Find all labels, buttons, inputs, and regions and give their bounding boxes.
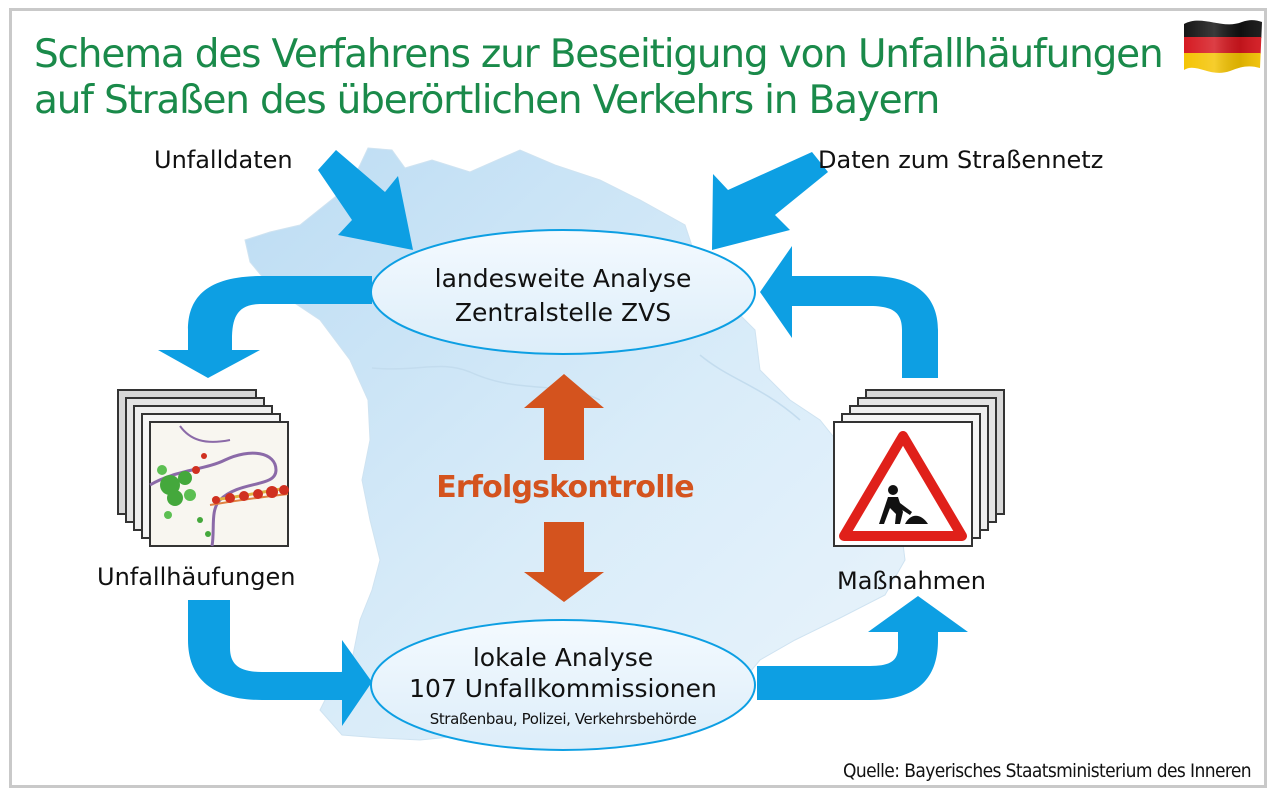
node-local-analysis-line-1: lokale Analyse	[472, 643, 654, 672]
node-label-measures: Maßnahmen	[837, 567, 987, 595]
roadworks-sign-icon	[833, 389, 1005, 547]
node-local-analysis: lokale Analyse 107 Unfallkommissionen St…	[373, 642, 753, 734]
node-local-analysis-line-2: 107 Unfallkommissionen	[409, 674, 717, 703]
node-national-analysis-line-2: Zentralstelle ZVS	[454, 298, 672, 327]
arrow-right-to-top	[760, 246, 938, 378]
input-arrow-left	[318, 150, 413, 250]
title-line-2: auf Straßen des überörtlichen Verkehrs i…	[34, 78, 940, 123]
title-line-1: Schema des Verfahrens zur Beseitigung vo…	[34, 32, 1164, 77]
control-arrow-down	[524, 522, 604, 602]
accident-map-icon	[117, 389, 289, 547]
control-arrows	[524, 374, 604, 602]
node-national-analysis-line-1: landesweite Analyse	[434, 264, 692, 293]
input-label-accident-data: Unfalldaten	[154, 146, 293, 174]
node-label-accident-clusters: Unfallhäufungen	[97, 563, 296, 591]
arrow-left-to-bottom	[188, 600, 372, 726]
center-label-success-control: Erfolgskontrolle	[436, 470, 694, 505]
arrow-top-to-left	[158, 276, 372, 378]
input-label-road-network-data: Daten zum Straßennetz	[818, 146, 1104, 174]
source-credit: Quelle: Bayerisches Staatsministerium de…	[843, 760, 1252, 782]
control-arrow-up	[524, 374, 604, 460]
flow-arrows	[158, 150, 968, 726]
germany-flag-icon	[1184, 20, 1262, 73]
diagram-title: Schema des Verfahrens zur Beseitigung vo…	[34, 32, 1164, 124]
node-national-analysis: landesweite Analyse Zentralstelle ZVS	[373, 262, 753, 330]
ellipse-top	[370, 229, 756, 355]
input-arrow-right	[712, 152, 828, 250]
ellipse-bottom	[370, 619, 756, 751]
node-local-analysis-line-3: Straßenbau, Polizei, Verkehrsbehörde	[429, 710, 697, 728]
arrow-bottom-to-right	[757, 596, 968, 700]
